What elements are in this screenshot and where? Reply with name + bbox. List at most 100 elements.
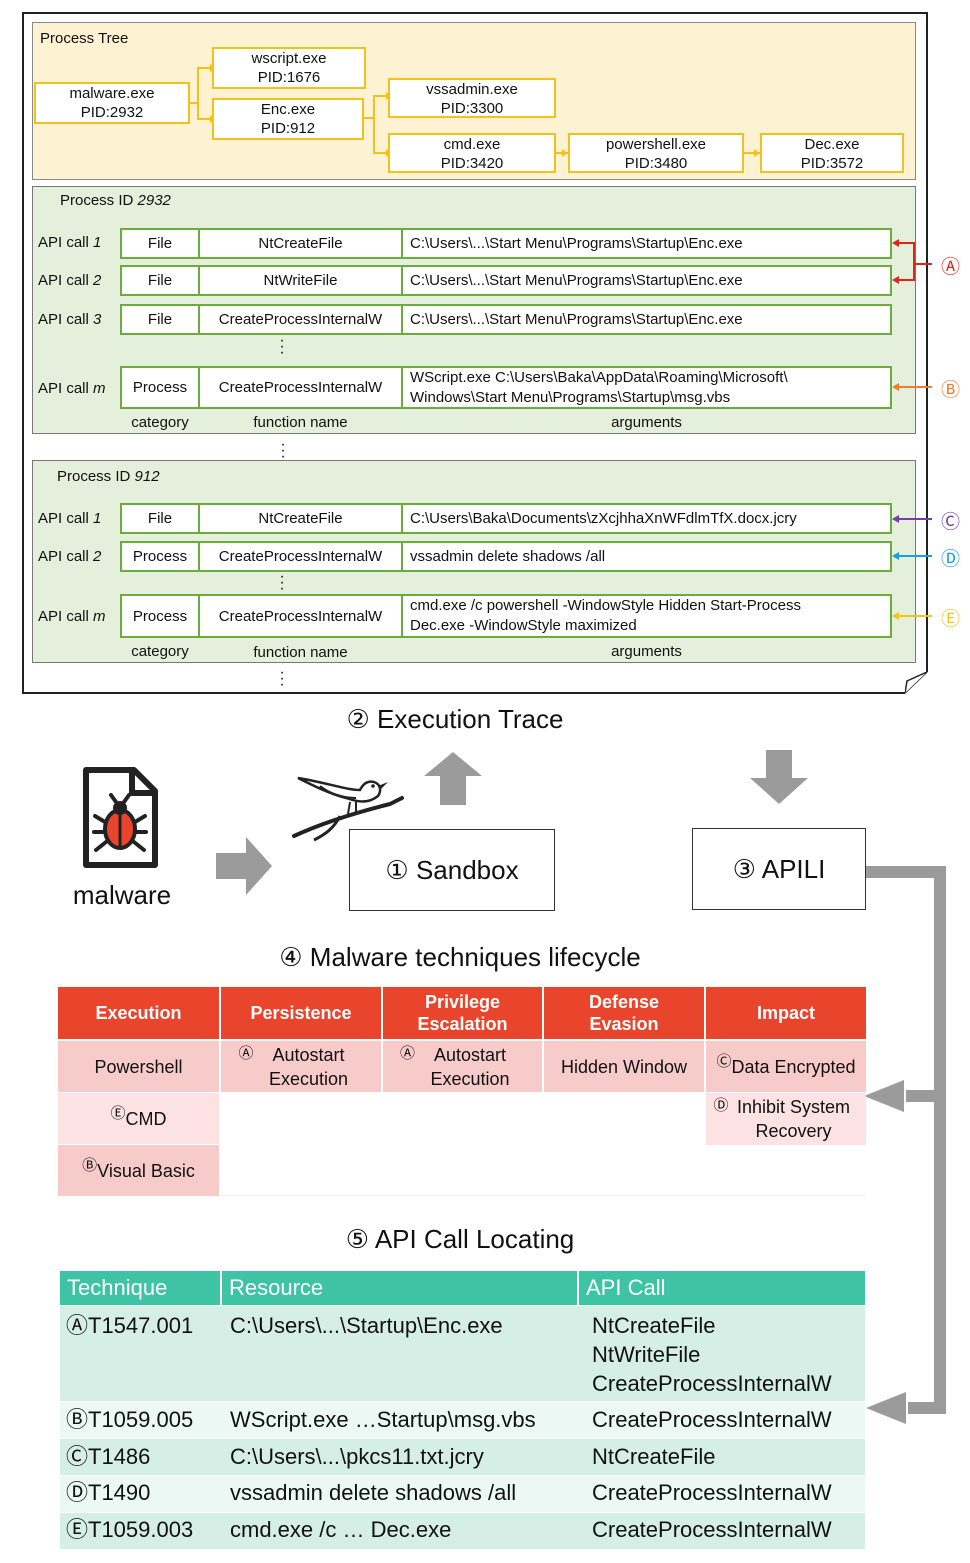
marker-b: Ⓑ — [82, 1155, 98, 1174]
call-function: CreateProcessInternalW — [198, 541, 403, 572]
marker-c: Ⓒ — [716, 1051, 732, 1070]
process-name: wscript.exe — [251, 50, 327, 67]
process-node-powershell[interactable]: powershell.exe PID:3480 — [568, 133, 744, 173]
resource: cmd.exe /c … Dec.exe — [230, 1517, 452, 1542]
process-name: Enc.exe — [260, 101, 316, 118]
process-node-enc[interactable]: Enc.exe PID:912 — [212, 98, 364, 140]
lifecycle-header-defense-evasion: Defense Evasion — [544, 987, 704, 1039]
technique-id: ⒷT1059.005 — [66, 1407, 194, 1432]
technique-label: Hidden Window — [560, 1056, 688, 1077]
api-call-label: API call m — [38, 380, 106, 397]
process-node-dec[interactable]: Dec.exe PID:3572 — [760, 133, 904, 173]
file-bug-icon — [83, 767, 158, 868]
call-function: CreateProcessInternalW — [198, 366, 403, 409]
malware-label: malware — [72, 880, 172, 910]
call-arguments: C:\Users\...\Start Menu\Programs\Startup… — [401, 304, 892, 335]
process-name: powershell.exe — [605, 136, 707, 153]
resource: vssadmin delete shadows /all — [230, 1480, 517, 1505]
marker-d: Ⓓ — [941, 548, 961, 570]
technique-cell[interactable]: Ⓓ Inhibit System Recovery — [706, 1093, 866, 1145]
process-name: cmd.exe — [443, 136, 501, 153]
column-header-category: category — [131, 643, 189, 660]
technique-id: ⒶT1547.001 — [66, 1313, 194, 1338]
resource: C:\Users\...\pkcs11.txt.jcry — [230, 1444, 484, 1469]
ellipsis-vertical: ··· — [279, 664, 285, 693]
call-category: File — [120, 228, 200, 259]
api-call-label: API call m — [38, 608, 106, 625]
technique-cell[interactable]: Ⓐ Autostart Execution — [383, 1041, 542, 1092]
call-arguments: vssadmin delete shadows /all — [401, 541, 892, 572]
column-header-function: function name — [253, 414, 348, 431]
marker-c: Ⓒ — [941, 511, 961, 533]
process-node-wscript[interactable]: wscript.exe PID:1676 — [212, 47, 366, 89]
process-pid: PID:3300 — [440, 100, 504, 117]
call-arguments: C:\Users\...\Start Menu\Programs\Startup… — [401, 228, 892, 259]
marker-a: Ⓐ — [941, 256, 961, 278]
marker-e: Ⓔ — [941, 608, 961, 630]
lifecycle-header-persistence: Persistence — [221, 987, 381, 1039]
process-pid: PID:2932 — [80, 104, 144, 121]
process-node-cmd[interactable]: cmd.exe PID:3420 — [388, 133, 556, 173]
process-pid: PID:1676 — [257, 69, 321, 86]
marker-a: Ⓐ — [238, 1043, 254, 1062]
call-category: Process — [120, 541, 200, 572]
marker-arrows — [892, 239, 932, 620]
column-header-function: function name — [253, 644, 348, 661]
process-2932-title: Process ID 2932 — [60, 192, 171, 209]
api-header-technique: Technique — [60, 1271, 220, 1305]
resource: C:\Users\...\Startup\Enc.exe — [230, 1313, 503, 1338]
process-node-vssadmin[interactable]: vssadmin.exe PID:3300 — [388, 78, 556, 118]
api-calls: NtCreateFile — [592, 1444, 716, 1469]
table-row[interactable] — [60, 1306, 865, 1401]
technique-cell[interactable]: Hidden Window — [544, 1041, 704, 1092]
sandbox-stage[interactable]: ① Sandbox — [349, 829, 555, 911]
technique-label: Inhibit System Recovery — [736, 1097, 851, 1141]
table-row[interactable] — [60, 1476, 865, 1512]
apili-stage[interactable]: ③ APILI — [692, 828, 866, 910]
call-function: NtCreateFile — [198, 228, 403, 259]
api-call-label: API call 1 — [38, 510, 102, 527]
lifecycle-header-impact: Impact — [706, 987, 866, 1039]
technique-cell[interactable]: Powershell — [58, 1041, 219, 1092]
call-function: CreateProcessInternalW — [198, 304, 403, 335]
ellipsis-vertical: ··· — [280, 436, 286, 465]
table-row[interactable] — [60, 1402, 865, 1438]
call-function: NtWriteFile — [198, 265, 403, 296]
process-pid: PID:3572 — [800, 155, 864, 172]
lifecycle-header-privilege-escalation: Privilege Escalation — [383, 987, 542, 1039]
table-row[interactable] — [60, 1513, 865, 1549]
api-call-label: API call 2 — [38, 272, 102, 289]
lifecycle-title: ④ Malware techniques lifecycle — [279, 942, 641, 972]
process-pid: PID:3480 — [624, 155, 688, 172]
process-node-malware[interactable]: malware.exe PID:2932 — [34, 82, 190, 124]
table-row[interactable] — [60, 1439, 865, 1475]
call-category: File — [120, 503, 200, 534]
call-function: NtCreateFile — [198, 503, 403, 534]
ellipsis-vertical: ··· — [279, 568, 285, 597]
marker-a: Ⓐ — [399, 1043, 415, 1062]
sandbox-label: ① Sandbox — [385, 854, 519, 885]
process-tree-connectors — [190, 64, 760, 157]
technique-id: ⒸT1486 — [66, 1444, 151, 1469]
process-pid: PID:3420 — [440, 155, 504, 172]
api-calls: NtCreateFile NtWriteFile CreateProcessIn… — [592, 1313, 832, 1396]
execution-trace-title: ② Execution Trace — [346, 704, 564, 734]
call-category: Process — [120, 594, 200, 638]
call-function: CreateProcessInternalW — [198, 594, 403, 638]
process-name: Dec.exe — [804, 136, 860, 153]
technique-label: Autostart Execution — [268, 1044, 349, 1089]
api-call-label: API call 3 — [38, 311, 102, 328]
technique-label: Autostart Execution — [430, 1044, 510, 1089]
api-call-label: API call 1 — [38, 234, 102, 251]
technique-id: ⒹT1490 — [66, 1480, 151, 1505]
marker-d: Ⓓ — [713, 1096, 729, 1114]
process-name: vssadmin.exe — [426, 81, 518, 98]
apili-label: ③ APILI — [732, 853, 826, 884]
call-arguments: C:\Users\...\Start Menu\Programs\Startup… — [401, 265, 892, 296]
technique-cell[interactable]: Ⓐ Autostart Execution — [221, 1041, 381, 1092]
api-header-resource: Resource — [222, 1271, 577, 1305]
ellipsis-vertical: ··· — [279, 332, 285, 361]
